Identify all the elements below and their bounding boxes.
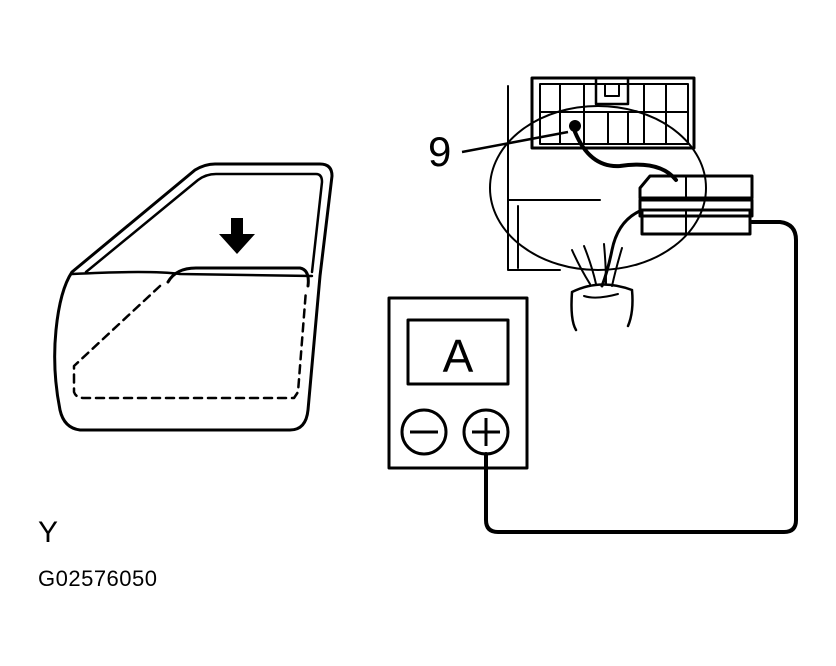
connector-assembly xyxy=(489,76,754,332)
view-label: Y xyxy=(38,516,59,549)
minus-icon xyxy=(400,408,448,456)
figure-code: G02576050 xyxy=(38,566,158,591)
plus-icon xyxy=(462,408,510,456)
callout-leader-line xyxy=(461,130,569,154)
ammeter: A xyxy=(387,296,529,470)
down-arrow-icon xyxy=(219,218,255,254)
test-lead-wire xyxy=(484,220,798,534)
terminal-cavities xyxy=(540,84,688,144)
jumper-connector xyxy=(638,174,754,236)
meter-display-label: A xyxy=(443,330,474,382)
car-door xyxy=(53,162,334,432)
meter-display xyxy=(406,318,510,386)
terminal-9-probe xyxy=(569,120,581,132)
callout-terminal-number: 9 xyxy=(428,128,451,175)
